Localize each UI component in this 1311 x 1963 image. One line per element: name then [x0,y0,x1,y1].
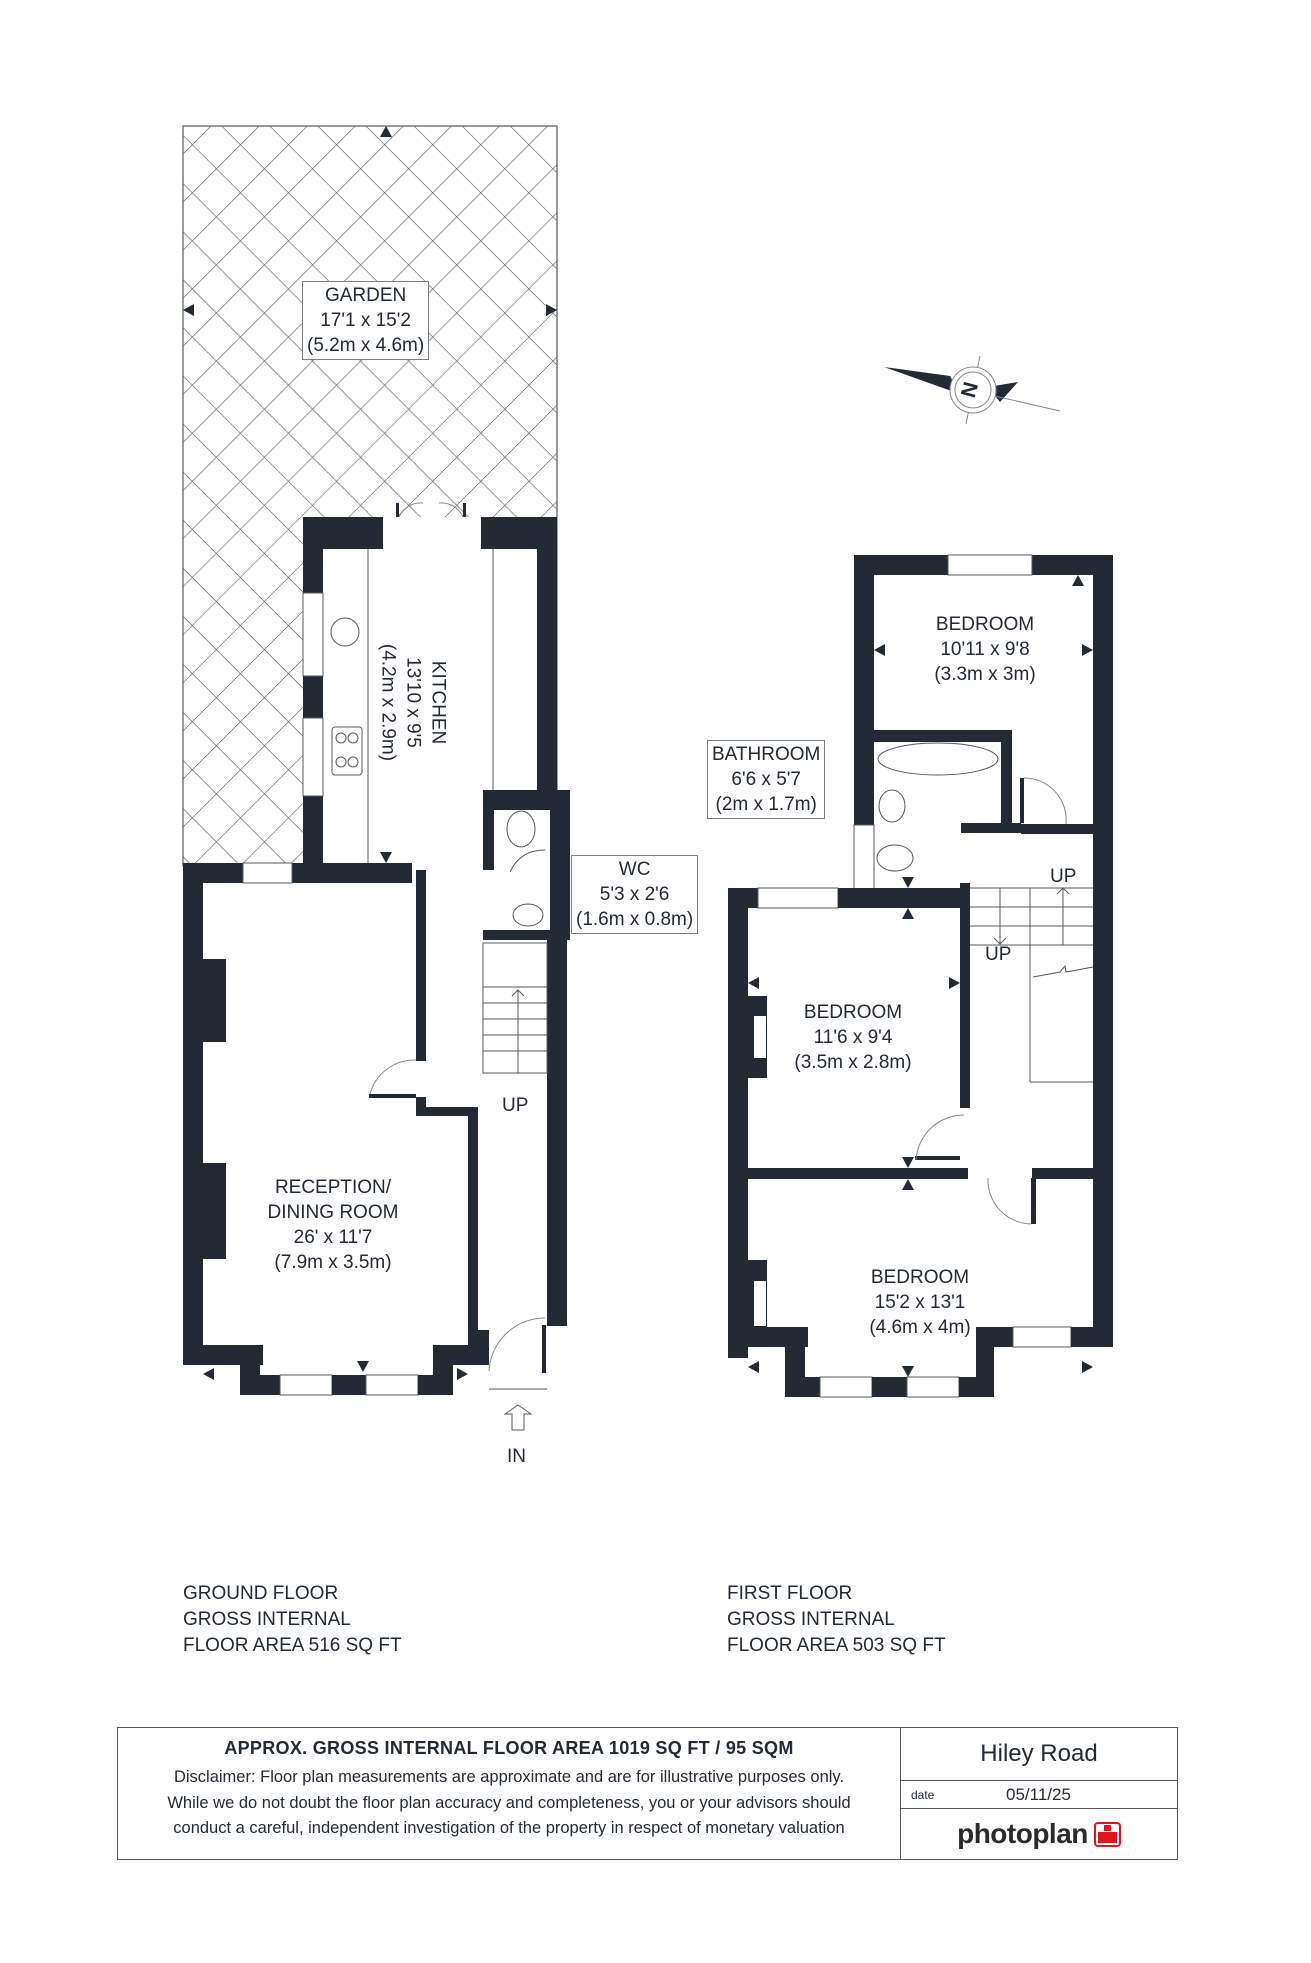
room-label-bathroom: BATHROOM 6'6 x 5'7 (2m x 1.7m) [707,740,826,819]
brand-name: photoplan [957,1818,1088,1849]
compass-icon [884,355,1061,425]
room-imperial: 13'10 x 9'5 [402,657,424,748]
room-label-garden: GARDEN 17'1 x 15'2 (5.2m x 4.6m) [302,281,430,360]
room-label-reception: RECEPTION/ DINING ROOM 26' x 11'7 (7.9m … [258,1175,408,1275]
footer-title-block: APPROX. GROSS INTERNAL FLOOR AREA 1019 S… [117,1727,1178,1860]
summary-line: FLOOR AREA 516 SQ FT [183,1635,402,1656]
stairs-up-label: UP [502,1095,529,1116]
summary-line: GROSS INTERNAL [727,1609,895,1630]
room-name: BEDROOM [935,614,1035,635]
photoplan-logo: photoplan [901,1809,1177,1859]
disclaimer-text: Disclaimer: Floor plan measurements are … [118,1765,900,1842]
room-imperial: 6'6 x 5'7 [731,769,801,790]
first-floor-plan [728,554,1113,1398]
room-name-line2: DINING ROOM [267,1202,399,1223]
ground-floor-summary: GROUND FLOOR GROSS INTERNAL FLOOR AREA 5… [183,1581,402,1659]
property-address: Hiley Road [901,1728,1177,1781]
room-metric: (1.6m x 0.8m) [576,909,694,930]
room-label-bedroom-middle: BEDROOM 11'6 x 9'4 (3.5m x 2.8m) [778,1000,928,1075]
date-row: date 05/11/25 [901,1781,1177,1809]
room-name: KITCHEN [427,660,449,745]
room-metric: (5.2m x 4.6m) [307,335,425,356]
room-metric: (7.9m x 3.5m) [274,1252,392,1273]
summary-line: FLOOR AREA 503 SQ FT [727,1635,946,1656]
summary-line: FIRST FLOOR [727,1583,853,1604]
room-name: BEDROOM [803,1002,903,1023]
room-name: BEDROOM [870,1267,970,1288]
entrance-in-label: IN [507,1446,526,1467]
room-name: WC [618,859,651,880]
stairs-up-label-lower: UP [985,944,1012,965]
room-metric: (4.2m x 2.9m) [377,643,399,762]
room-metric: (2m x 1.7m) [715,794,817,815]
room-name: BATHROOM [712,744,821,765]
room-label-bedroom-front: BEDROOM 15'2 x 13'1 (4.6m x 4m) [850,1265,990,1340]
room-imperial: 15'2 x 13'1 [874,1292,966,1313]
total-area-title: APPROX. GROSS INTERNAL FLOOR AREA 1019 S… [224,1738,794,1758]
room-imperial: 11'6 x 9'4 [813,1027,893,1048]
room-imperial: 5'3 x 2'6 [599,884,670,905]
footer-info-panel: Hiley Road date 05/11/25 photoplan [901,1728,1177,1859]
room-label-bedroom-rear: BEDROOM 10'11 x 9'8 (3.3m x 3m) [920,612,1050,687]
room-imperial: 17'1 x 15'2 [320,310,411,331]
disclaimer-line: Disclaimer: Floor plan measurements are … [173,1768,845,1786]
disclaimer-line: While we do not doubt the floor plan acc… [167,1793,851,1812]
room-label-wc: WC 5'3 x 2'6 (1.6m x 0.8m) [571,855,699,934]
room-name: GARDEN [324,285,407,306]
room-imperial: 26' x 11'7 [293,1227,373,1248]
summary-line: GROUND FLOOR [183,1583,339,1604]
date-value: 05/11/25 [1006,1784,1071,1804]
date-label: date [911,1787,935,1802]
footer-disclaimer-panel: APPROX. GROSS INTERNAL FLOOR AREA 1019 S… [118,1728,901,1859]
room-imperial: 10'11 x 9'8 [940,639,1030,660]
room-metric: (4.6m x 4m) [869,1317,971,1338]
first-floor-summary: FIRST FLOOR GROSS INTERNAL FLOOR AREA 50… [727,1581,946,1659]
stairs-up-label-upper: UP [1050,866,1077,887]
ground-floor-plan [183,502,570,1431]
summary-line: GROSS INTERNAL [183,1609,351,1630]
room-name-line1: RECEPTION/ [274,1177,392,1198]
room-metric: (3.5m x 2.8m) [794,1052,912,1073]
photoplan-logo-icon [1093,1821,1121,1847]
room-label-kitchen: KITCHEN 13'10 x 9'5 (4.2m x 2.9m) [376,638,451,768]
room-metric: (3.3m x 3m) [934,664,1036,685]
disclaimer-line: conduct a careful, independent investiga… [173,1819,845,1837]
